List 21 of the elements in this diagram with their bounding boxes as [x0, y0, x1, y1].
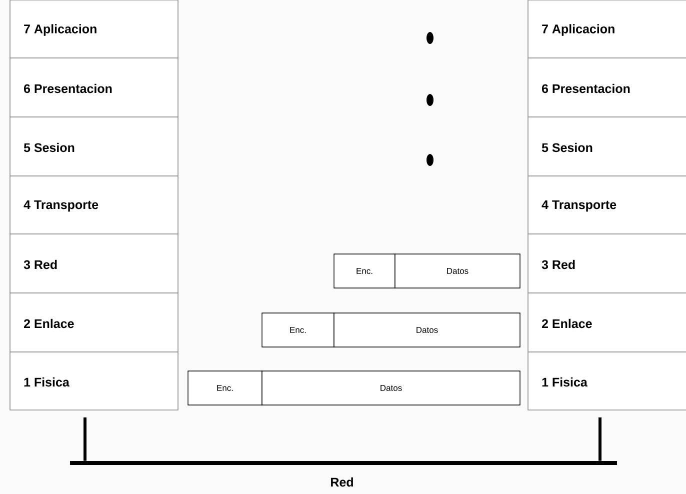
layer-box: 6 Presentacion — [528, 58, 686, 118]
layer-box: 7 Aplicacion — [10, 0, 178, 58]
layer-box: 4 Transporte — [10, 176, 178, 234]
layer-box: 5 Sesion — [528, 116, 686, 176]
layer-box: 4 Transporte — [528, 176, 686, 234]
connector-line — [84, 417, 86, 461]
header-cell: Enc. — [262, 312, 334, 348]
layer-box: 7 Aplicacion — [528, 0, 686, 58]
network-bus: Red — [70, 461, 617, 487]
layer-box: 2 Enlace — [10, 292, 178, 352]
connector-line — [598, 417, 602, 461]
layer-box: 3 Red — [528, 234, 686, 294]
header-cell: Enc. — [188, 370, 262, 406]
layer-box: 1 Fisica — [10, 352, 178, 410]
layer-box: 1 Fisica — [528, 352, 686, 410]
layer-box: 2 Enlace — [528, 292, 686, 352]
node-label: Red — [331, 477, 353, 487]
layer-box: 5 Sesion — [10, 116, 178, 176]
layer-box: 3 Red — [10, 234, 178, 294]
header-cell: Enc. — [334, 254, 396, 288]
layer-box: 6 Presentacion — [10, 58, 178, 118]
